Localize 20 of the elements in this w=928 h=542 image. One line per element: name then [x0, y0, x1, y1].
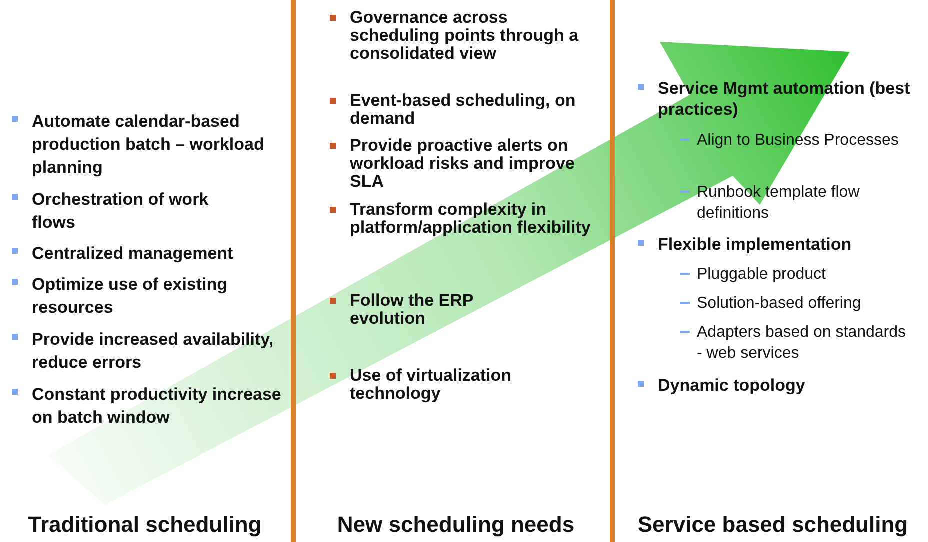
bullet-text: Governance across scheduling points through a consolidated view: [350, 9, 580, 63]
column-heading: Traditional scheduling: [27, 512, 263, 538]
bullet-text: Automate calendar-based production batch – workload planning: [32, 111, 266, 179]
bullet-text: Orchestration of work flows: [32, 189, 210, 234]
bullet-text: Transform complexity in platform/application flexibility: [350, 201, 592, 237]
bullet-text: Dynamic topology: [658, 375, 806, 396]
column-heading: Service based scheduling: [636, 512, 910, 538]
bullet-text: Use of virtualization technology: [350, 367, 513, 403]
bullet-text: Flexible implementation: [658, 234, 852, 255]
bullet-text: Provide increased availability, reduce errors: [32, 329, 275, 374]
bullet-text: Adapters based on standards - web services: [697, 323, 908, 364]
bullet-text: Centralized management: [32, 243, 234, 265]
bullet-text: Event-based scheduling, on demand: [350, 92, 577, 128]
bullet-text: Optimize use of existing resources: [32, 274, 229, 319]
bullet-text: Provide proactive alerts on workload risks and improve SLA: [350, 137, 576, 191]
bullet-text: Solution-based offering: [697, 294, 862, 314]
bullet-text: Pluggable product: [697, 265, 826, 285]
column-heading: New scheduling needs: [336, 512, 576, 538]
bullet-text: Constant productivity increase on batch window: [32, 384, 282, 429]
bullet-text: Follow the ERP evolution: [350, 292, 474, 328]
